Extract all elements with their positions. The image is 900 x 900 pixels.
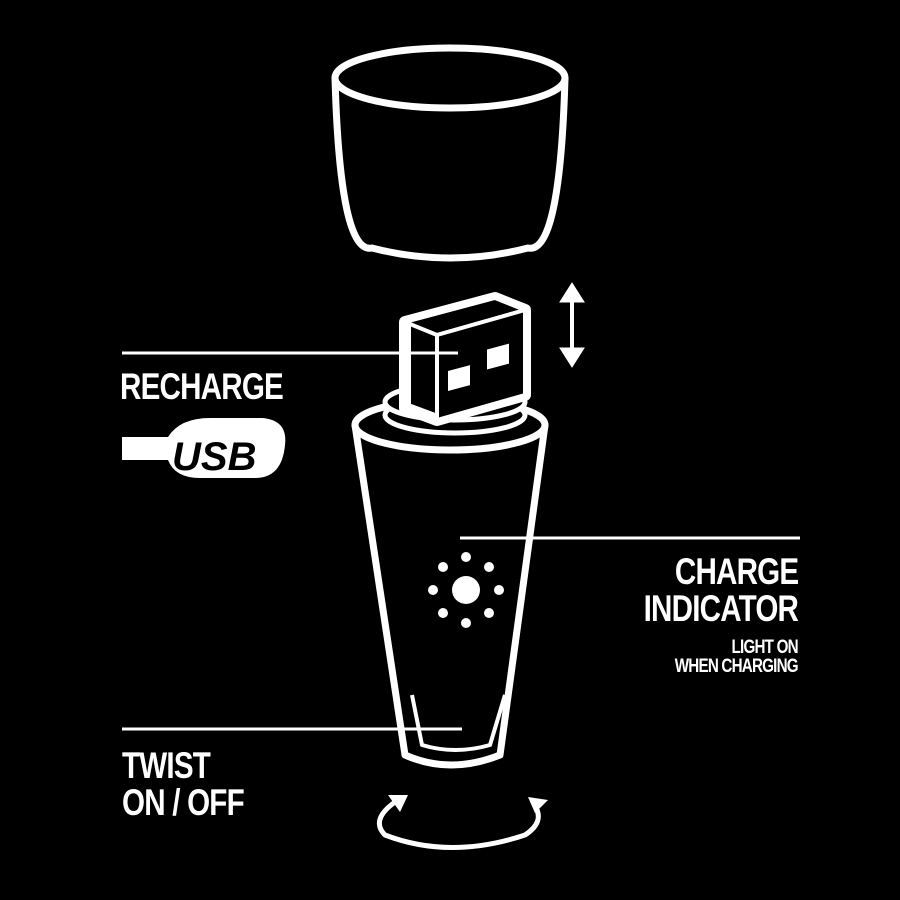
twist-label-line1: TWIST [122,745,211,786]
charge-indicator-label-line1: CHARGE [674,551,799,592]
svg-text:TM: TM [238,474,247,480]
rotate-arrows-icon [376,795,548,850]
light-body-icon [351,381,549,769]
charge-indicator-label-line2: INDICATOR [643,588,798,629]
charge-note-line1: LIGHT ON [731,637,799,658]
svg-text:USB: USB [172,435,256,479]
usb-plug-icon [399,292,531,426]
twist-label-line2: ON / OFF [122,782,245,823]
charge-indicator-light-icon [428,552,504,628]
usb-logo: USB TM [122,418,286,480]
cap-icon [331,44,569,262]
vertical-double-arrow-icon [559,282,585,368]
recharge-label: RECHARGE [120,366,284,407]
charge-note-line2: WHEN CHARGING [674,656,799,677]
